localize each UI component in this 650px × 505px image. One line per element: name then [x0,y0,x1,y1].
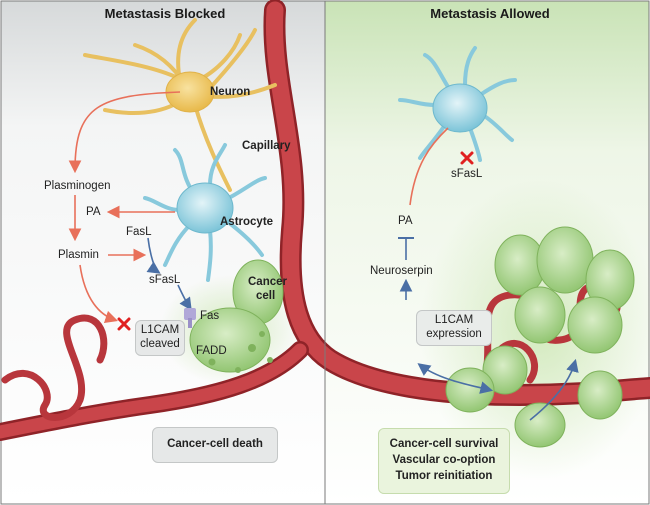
block-mark-right [460,151,474,165]
l1cam-expression-line2: expression [426,327,482,340]
left-panel-title: Metastasis Blocked [104,6,226,21]
sfasl-right-label: sFasL [451,168,483,180]
cancer-cell-label-line2: cell [256,289,276,302]
capillary-vessel [0,0,650,441]
right-cancer-cells [445,226,635,448]
right-panel-title: Metastasis Allowed [430,6,550,21]
fas-label: Fas [200,310,220,322]
sfasl-left-label: sFasL [149,274,181,286]
left-cancer-cell [189,259,284,373]
astrocyte-cell-right [398,46,517,162]
neuroserpin-label: Neuroserpin [370,265,433,277]
astrocyte-label: Astrocyte [220,216,274,228]
outcome-right-line3: Tumor reinitiation [395,469,493,482]
astrocyte-body-left [176,182,234,234]
outcome-right-line1: Cancer-cell survival [389,438,499,451]
outcome-right-box: Cancer-cell survival Vascular co-option … [378,428,510,494]
capillary-label: Capillary [242,140,291,152]
astrocyte-cell-left [143,143,267,282]
pa-left-label: PA [86,206,101,218]
l1cam-expression-line1: L1CAM [434,314,474,326]
outcome-right-line2: Vascular co-option [392,454,496,467]
l1cam-expression-box: L1CAM expression [416,310,492,346]
l1cam-cleaved-box: L1CAM cleaved [135,320,185,356]
left-pathway-arrows [68,91,192,324]
plasminogen-label: Plasminogen [44,180,111,192]
l1cam-cleaved-line1: L1CAM [140,324,180,336]
outcome-left-text: Cancer-cell death [167,438,263,451]
fas-receptor [184,308,196,328]
plasmin-label: Plasmin [58,249,99,261]
neuron-label: Neuron [210,86,251,98]
outcome-left-box: Cancer-cell death [152,427,278,463]
cancer-cell-label: Cancer cell [248,276,287,304]
fadd-label: FADD [196,345,227,357]
block-mark-left [117,317,131,331]
astrocyte-body-right [432,83,488,133]
l1cam-cleaved-line2: cleaved [140,337,180,350]
pa-right-label: PA [398,215,413,227]
cancer-cell-label-line1: Cancer [248,276,287,288]
right-pathway-arrows [398,127,579,421]
fasl-label: FasL [126,226,152,238]
left-loop-vessel [1,314,108,421]
